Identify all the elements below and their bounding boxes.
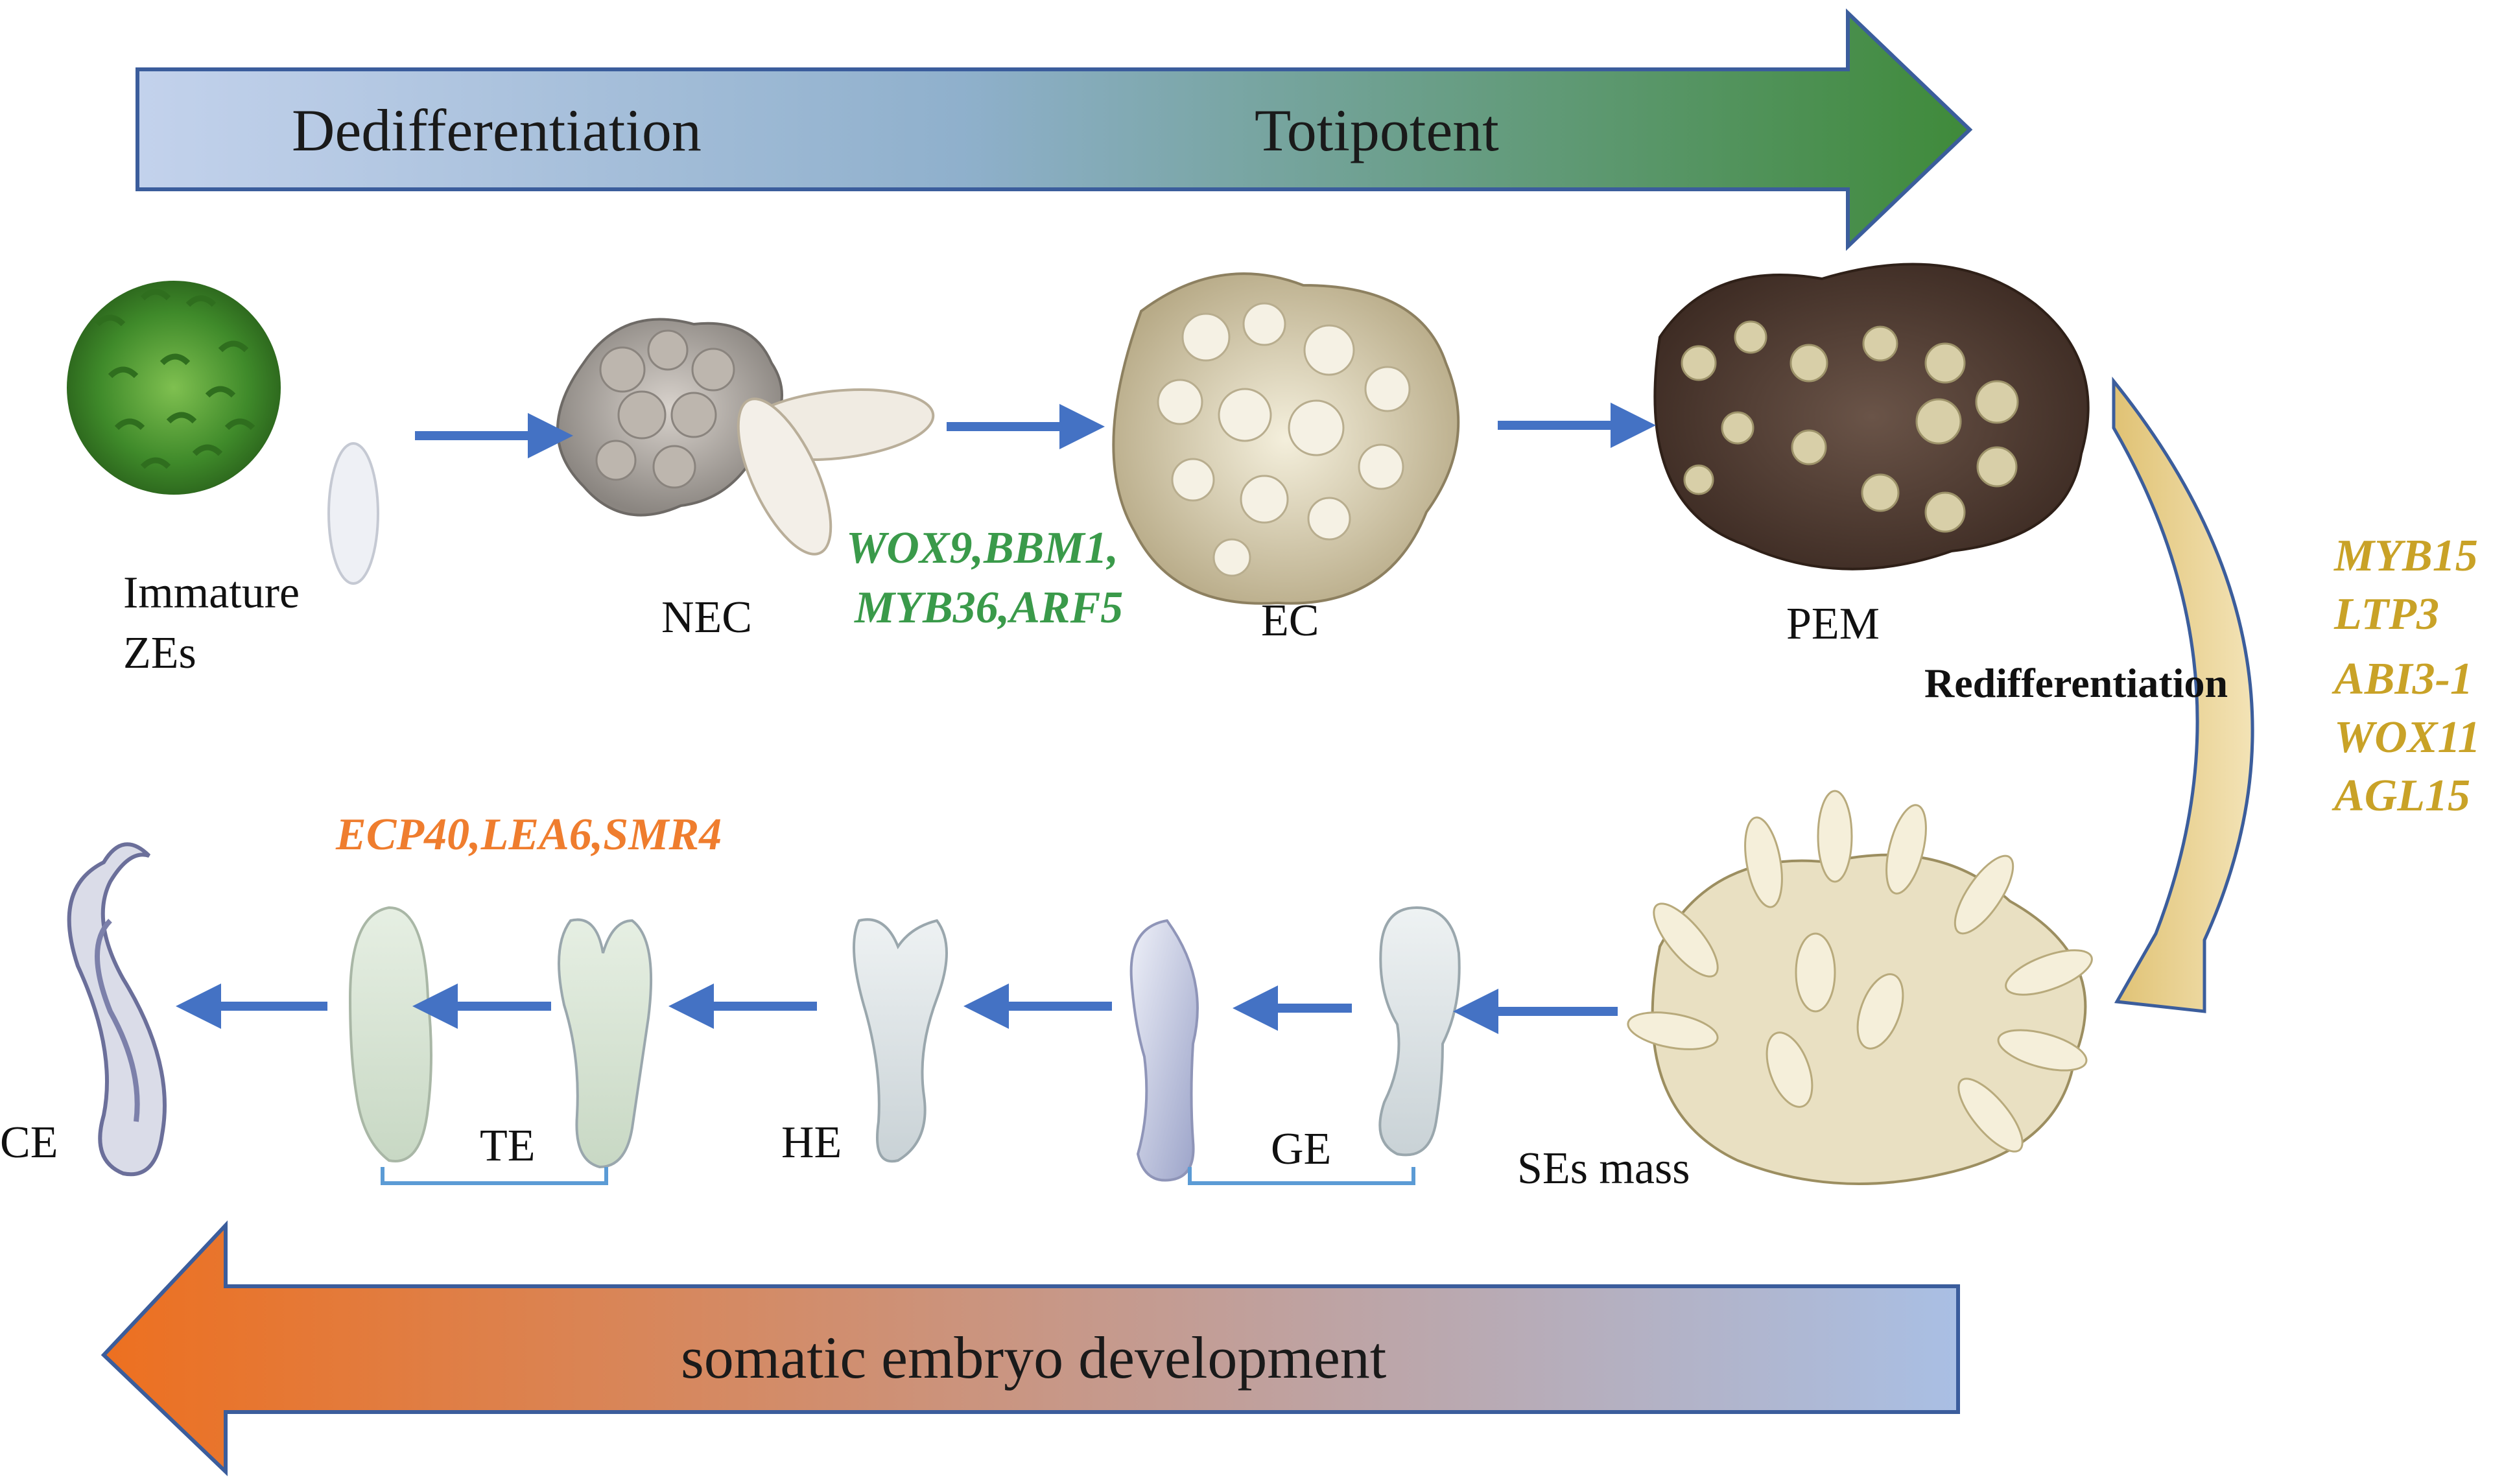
pem-callus-image — [1653, 263, 2090, 571]
ec-gene-list: WOX9,BBM1, MYB36,ARF5 — [846, 523, 1123, 633]
te-gene-list: ECP40,LEA6,SMR4 — [335, 810, 722, 860]
stage-label-immature: Immature — [123, 568, 300, 618]
ge-bracket — [1188, 1167, 1415, 1185]
pem-gene-3: ABI3-1 — [2332, 654, 2473, 704]
immature-ze-cluster-image — [67, 281, 281, 495]
stage-label-he: HE — [781, 1118, 842, 1168]
bottom-banner-shape — [100, 1220, 1960, 1477]
somatic-embryo-development-banner-arrow: somatic embryo development — [100, 1220, 1960, 1477]
ses-mass-image — [1627, 790, 2093, 1185]
stage-label-zes: ZEs — [123, 628, 196, 678]
somatic-embryo-development-label: somatic embryo development — [681, 1325, 1387, 1391]
pem-gene-list: MYB15 LTP3 ABI3-1 WOX11 AGL15 — [2332, 531, 2481, 821]
nec-callus-image — [556, 318, 935, 556]
redifferentiation-curved-arrow — [2112, 376, 2254, 1013]
stage-label-ge: GE — [1271, 1124, 1331, 1174]
top-banner-shape — [136, 8, 1973, 252]
he-embryo-image — [853, 918, 948, 1163]
stage-label-pem: PEM — [1786, 599, 1880, 649]
pem-gene-5: AGL15 — [2332, 771, 2470, 821]
totipotent-label: Totipotent — [1255, 97, 1499, 163]
ce-embryo-image — [67, 842, 167, 1177]
pem-gene-2: LTP3 — [2333, 589, 2439, 639]
ec-callus-image — [1112, 272, 1460, 605]
stage-label-ec: EC — [1261, 596, 1319, 646]
dedifferentiation-label: Dedifferentiation — [292, 97, 702, 163]
te-embryos-images — [348, 906, 653, 1169]
pem-gene-4: WOX11 — [2334, 713, 2481, 762]
stage-label-te: TE — [480, 1121, 536, 1171]
ec-gene-line-1: WOX9,BBM1, — [846, 523, 1118, 573]
ge-embryos-images — [1129, 906, 1461, 1182]
stage-label-ses-mass: SEs mass — [1517, 1144, 1690, 1194]
ec-gene-line-2: MYB36,ARF5 — [854, 583, 1123, 633]
dedifferentiation-banner-arrow: Dedifferentiation Totipotent — [136, 8, 1973, 252]
pem-gene-1: MYB15 — [2333, 531, 2478, 581]
stage-label-ce: CE — [0, 1118, 58, 1168]
redifferentiation-label: Redifferentiation — [1924, 660, 2228, 706]
stage-label-nec: NEC — [661, 593, 752, 642]
te-bracket — [381, 1167, 608, 1185]
immature-ze-embryo-image — [327, 442, 379, 585]
